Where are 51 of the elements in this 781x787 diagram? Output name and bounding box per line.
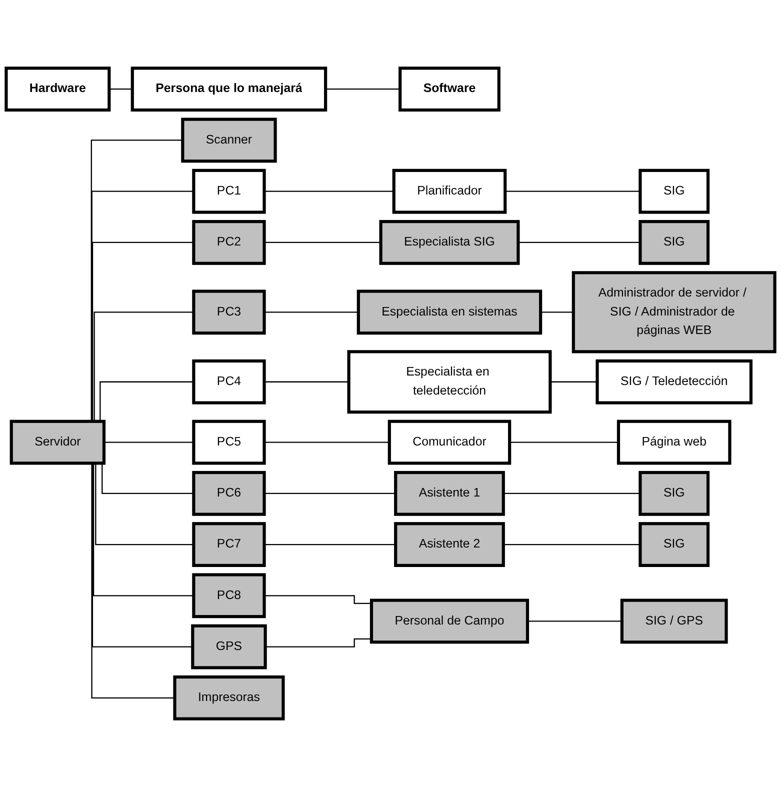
node-box: Especialista en sistemas <box>356 290 542 335</box>
node-box: Servidor <box>10 420 106 465</box>
node-box: Comunicador <box>388 420 512 465</box>
node-box: Persona que lo manejará <box>130 66 328 112</box>
node-box: SIG / Teledetección <box>596 359 753 404</box>
node-box: Planificador <box>392 168 507 214</box>
node-box: Especialista en teledetección <box>347 350 552 414</box>
connector <box>505 190 640 192</box>
node-box: Impresoras <box>173 675 285 720</box>
node-box: PC2 <box>192 220 266 265</box>
connector <box>264 442 390 443</box>
node-box: PC3 <box>192 290 266 335</box>
node-box: SIG <box>638 470 710 516</box>
node-box: SIG <box>638 220 710 265</box>
node-box: PC7 <box>192 522 266 567</box>
connector <box>510 442 618 443</box>
node-box: Scanner <box>181 118 277 163</box>
connector <box>264 242 381 244</box>
connector <box>518 242 640 244</box>
connector <box>503 492 640 494</box>
node-box: Hardware <box>4 66 111 112</box>
node-box: Asistente 2 <box>394 522 505 567</box>
node-box: Administrador de servidor / SIG / Administrador de páginas WEB <box>572 271 776 354</box>
node-box: Personal de Campo <box>370 598 530 644</box>
connector <box>264 544 396 546</box>
node-box: PC5 <box>192 420 266 465</box>
connector <box>264 312 358 313</box>
connector <box>109 88 132 90</box>
node-box: Software <box>398 66 500 112</box>
connector <box>104 442 194 443</box>
connector <box>265 638 372 648</box>
node-box: Página web <box>616 420 732 465</box>
connector <box>550 381 598 382</box>
connector <box>264 492 396 494</box>
node-box: SIG / GPS <box>620 598 728 644</box>
node-box: PC8 <box>192 573 266 618</box>
connector <box>264 190 394 192</box>
connector <box>326 88 400 90</box>
node-box: Especialista SIG <box>379 220 520 265</box>
connector <box>540 312 574 313</box>
node-box: GPS <box>191 624 267 670</box>
connector <box>528 620 622 622</box>
node-box: PC4 <box>192 359 266 404</box>
connector <box>264 381 349 382</box>
connector <box>503 544 640 546</box>
node-box: PC6 <box>192 470 266 516</box>
node-box: SIG <box>638 168 710 214</box>
node-box: Asistente 1 <box>394 470 505 516</box>
connector <box>264 595 372 604</box>
node-box: SIG <box>638 522 710 567</box>
node-box: PC1 <box>192 168 266 214</box>
